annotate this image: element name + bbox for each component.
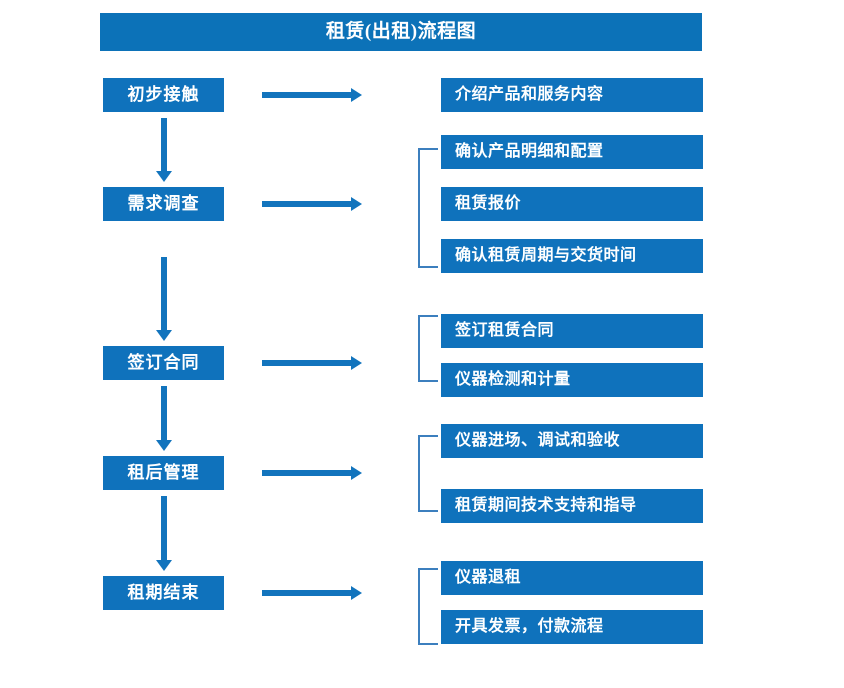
stage-box-needs-survey[interactable]: 需求调查 xyxy=(103,187,224,221)
bracket-rental-end-group xyxy=(418,568,438,645)
vertical-arrow-contact-to-survey xyxy=(156,118,172,182)
arrow-shaft xyxy=(161,496,167,560)
detail-box-introduce-products[interactable]: 介绍产品和服务内容 xyxy=(441,78,703,112)
detail-box-sign-rental-contract[interactable]: 签订租赁合同 xyxy=(441,314,703,348)
horizontal-arrow-rental-end xyxy=(262,586,362,600)
arrow-head-icon xyxy=(351,88,362,102)
stage-box-post-rental-management[interactable]: 租后管理 xyxy=(103,456,224,490)
arrow-head-icon xyxy=(156,171,172,182)
horizontal-arrow-post-rental-management xyxy=(262,466,362,480)
arrow-head-icon xyxy=(351,356,362,370)
arrow-shaft xyxy=(262,470,352,476)
arrow-head-icon xyxy=(156,440,172,451)
arrow-shaft xyxy=(161,386,167,440)
arrow-shaft xyxy=(161,257,167,330)
vertical-arrow-contract-to-management xyxy=(156,386,172,451)
arrow-shaft xyxy=(262,92,352,98)
vertical-arrow-management-to-end xyxy=(156,496,172,571)
stage-box-initial-contact[interactable]: 初步接触 xyxy=(103,78,224,112)
bracket-needs-survey-group xyxy=(418,148,438,268)
bracket-post-rental-group xyxy=(418,435,438,512)
stage-box-sign-contract[interactable]: 签订合同 xyxy=(103,346,224,380)
arrow-shaft xyxy=(262,590,352,596)
arrow-head-icon xyxy=(156,560,172,571)
detail-box-instrument-return[interactable]: 仪器退租 xyxy=(441,561,703,595)
horizontal-arrow-sign-contract xyxy=(262,356,362,370)
vertical-arrow-survey-to-contract xyxy=(156,257,172,341)
detail-box-invoice-payment[interactable]: 开具发票，付款流程 xyxy=(441,610,703,644)
stage-box-rental-end[interactable]: 租期结束 xyxy=(103,576,224,610)
arrow-shaft xyxy=(161,118,167,171)
diagram-title: 租赁(出租)流程图 xyxy=(100,13,702,51)
arrow-head-icon xyxy=(351,197,362,211)
arrow-head-icon xyxy=(351,466,362,480)
arrow-shaft xyxy=(262,360,352,366)
detail-box-confirm-product-details[interactable]: 确认产品明细和配置 xyxy=(441,135,703,169)
horizontal-arrow-initial-contact xyxy=(262,88,362,102)
arrow-shaft xyxy=(262,201,352,207)
detail-box-technical-support[interactable]: 租赁期间技术支持和指导 xyxy=(441,489,703,523)
arrow-head-icon xyxy=(351,586,362,600)
detail-box-confirm-rental-period[interactable]: 确认租赁周期与交货时间 xyxy=(441,239,703,273)
bracket-sign-contract-group xyxy=(418,315,438,382)
detail-box-rental-quotation[interactable]: 租赁报价 xyxy=(441,187,703,221)
detail-box-instrument-entry-commissioning[interactable]: 仪器进场、调试和验收 xyxy=(441,424,703,458)
horizontal-arrow-needs-survey xyxy=(262,197,362,211)
detail-box-instrument-inspection[interactable]: 仪器检测和计量 xyxy=(441,363,703,397)
arrow-head-icon xyxy=(156,330,172,341)
